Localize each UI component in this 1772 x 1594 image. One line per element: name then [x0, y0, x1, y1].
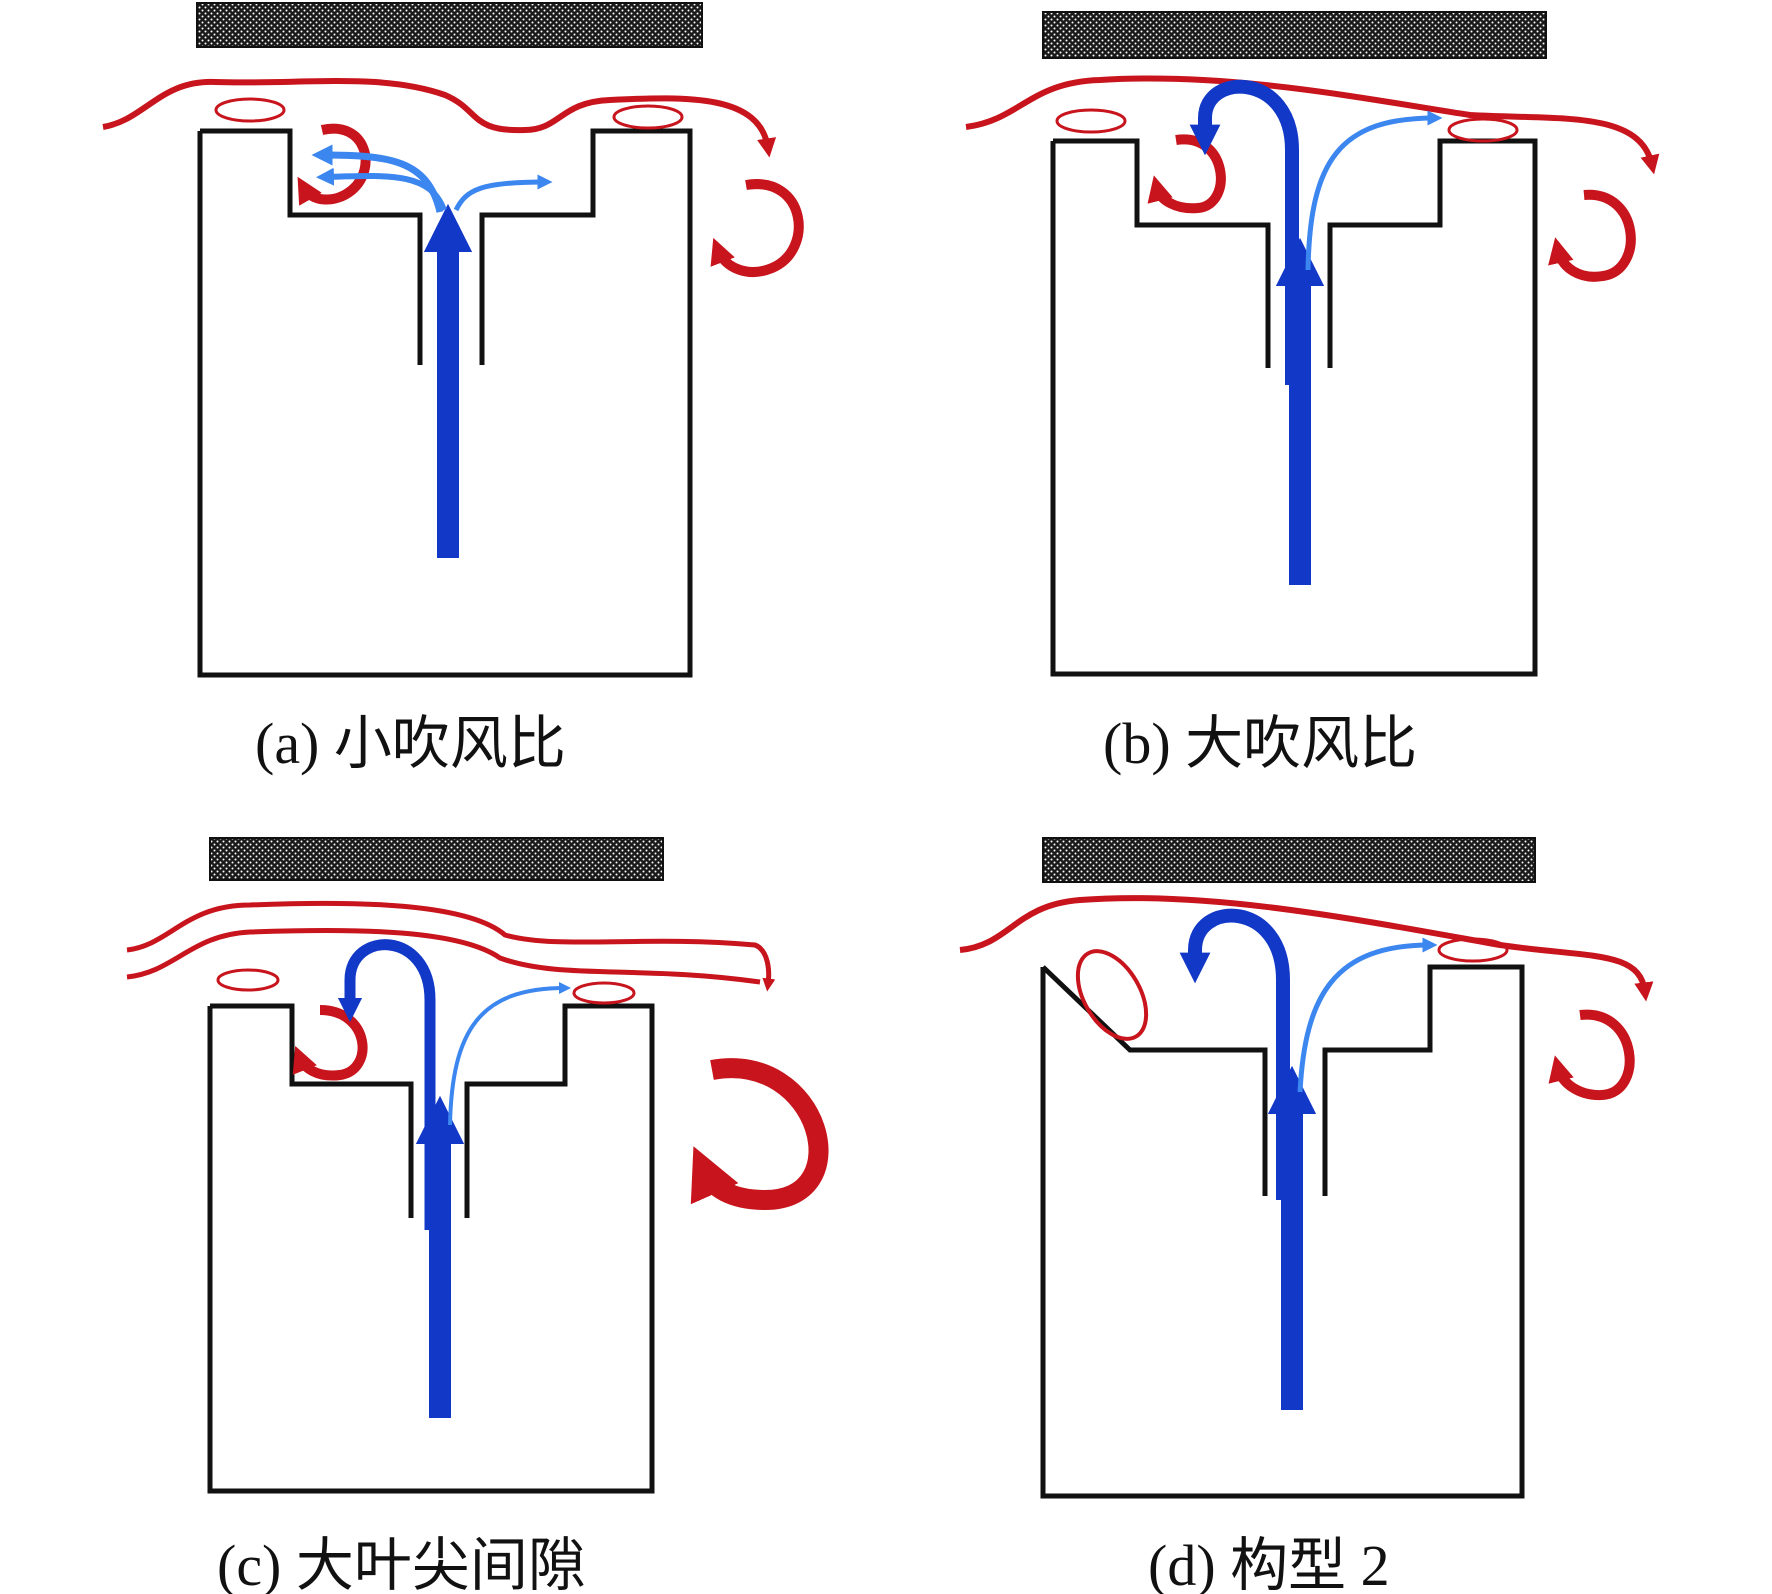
coolant-branch-right-a: [453, 174, 553, 212]
coolant-loop-b: [1189, 79, 1299, 385]
corner-vortex-left-a: [214, 97, 286, 123]
panel-c: (c) 大叶尖间隙: [126, 837, 829, 1594]
caption-d: (d) 构型 2: [1148, 1533, 1390, 1594]
panel-a: (a) 小吹风比: [102, 2, 804, 776]
corner-vortex-right-b: [1447, 117, 1519, 143]
caption-b: (b) 大吹风比: [1103, 711, 1417, 776]
corner-vortex-left-c: [216, 968, 280, 992]
panel-b: (b) 大吹风比: [965, 11, 1660, 776]
casing-b: [1042, 11, 1547, 59]
casing-c: [209, 837, 664, 881]
casing-d: [1042, 837, 1536, 883]
coolant-loop-c: [337, 939, 436, 1230]
cavity-vortex-c: [292, 1005, 368, 1081]
coolant-branch-right-c: [448, 982, 571, 1126]
corner-vortex-right-c: [572, 981, 636, 1005]
passage-vortex-d: [1548, 1009, 1635, 1101]
corner-vortex-left-b: [1055, 108, 1127, 134]
tip-leakage-flow-outer-c: [126, 900, 776, 992]
caption-c: (c) 大叶尖间隙: [217, 1533, 586, 1594]
coolant-branch-left2-a: [316, 167, 447, 212]
passage-vortex-a: [710, 179, 804, 277]
corner-vortex-left-d: [1075, 949, 1149, 1041]
tip-leakage-flow-a: [102, 78, 777, 158]
blade-outline-c: [207, 1003, 655, 1494]
corner-vortex-right-a: [612, 104, 684, 130]
panel-d: (d) 构型 2: [959, 837, 1654, 1594]
tip-leakage-flow-b: [965, 75, 1660, 175]
coolant-loop-d: [1179, 908, 1290, 1200]
cavity-vortex-b: [1147, 134, 1226, 214]
cavity-vortex-a: [297, 123, 371, 206]
tip-leakage-flow-d: [959, 895, 1654, 1002]
corner-vortex-right-d: [1437, 937, 1509, 963]
blade-outline-a: [197, 128, 693, 678]
coolant-branch-right-d: [1297, 937, 1438, 1093]
tip-leakage-flow-inner-c: [126, 927, 761, 985]
passage-vortex-b: [1548, 189, 1636, 282]
caption-a: (a) 小吹风比: [255, 711, 566, 776]
casing-a: [196, 2, 703, 48]
passage-vortex-large-c: [690, 1058, 829, 1211]
coolant-branch-right-b: [1305, 110, 1443, 271]
